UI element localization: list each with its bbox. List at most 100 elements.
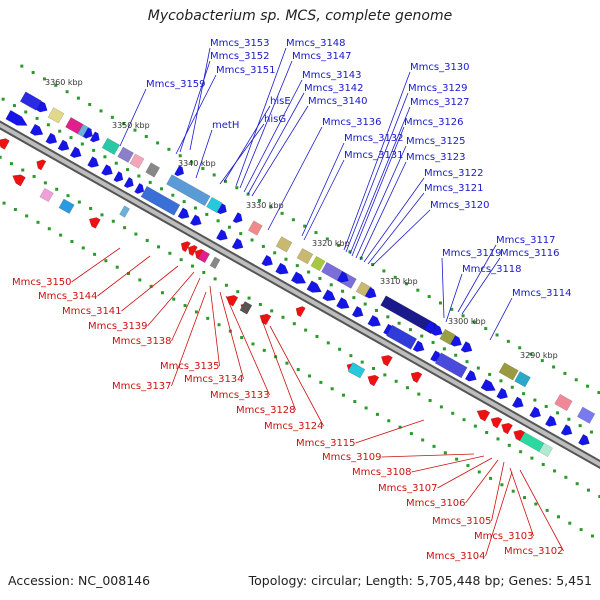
- tick-dot: [24, 110, 28, 114]
- forward-gene-arrow: [82, 127, 93, 139]
- forward-leader-line: [441, 257, 445, 319]
- forward-gene-arrow: [464, 369, 477, 382]
- tick-dot: [556, 515, 560, 519]
- tick-dot: [205, 212, 209, 216]
- reverse-leader-line: [71, 247, 121, 283]
- tick-dot: [269, 205, 273, 209]
- tick-dot: [575, 482, 579, 486]
- tick-dot: [36, 220, 40, 224]
- reverse-gene-label: Mmcs_3137: [112, 381, 172, 392]
- tick-dot: [374, 308, 378, 312]
- reverse-leader-line: [465, 459, 499, 504]
- reverse-leader-line: [171, 291, 207, 387]
- tick-dot: [212, 173, 216, 177]
- tick-dot: [25, 214, 29, 218]
- kbp-tick-label: 3360 kbp: [45, 78, 83, 87]
- tick-dot: [529, 352, 533, 356]
- tick-dot: [1, 97, 5, 101]
- tick-dot: [304, 328, 308, 332]
- gene-box-forward: [247, 220, 263, 236]
- forward-gene-label: metH: [212, 120, 239, 131]
- tick-dot: [409, 432, 413, 436]
- tick-dot: [488, 372, 492, 376]
- reverse-gene-arrow: [187, 245, 198, 257]
- tick-dot: [455, 457, 459, 461]
- tick-dot: [386, 315, 390, 319]
- forward-gene-label: Mmcs_3129: [408, 83, 468, 94]
- forward-leader-line: [303, 159, 345, 241]
- tick-dot: [0, 155, 2, 159]
- forward-leader-line: [345, 92, 409, 253]
- tick-dot: [138, 278, 142, 282]
- tick-dot: [201, 167, 205, 171]
- reverse-leader-line: [355, 419, 425, 444]
- tick-dot: [318, 276, 322, 280]
- tick-dot: [462, 418, 466, 422]
- forward-gene-label: Mmcs_3126: [404, 117, 464, 128]
- reverse-gene-label: Mmcs_3128: [236, 405, 296, 416]
- kbp-tick-label: 3340 kbp: [178, 159, 216, 168]
- tick-dot: [194, 310, 198, 314]
- label-leader-lines: [71, 47, 564, 557]
- forward-gene-arrow: [177, 207, 190, 219]
- forward-gene-arrow: [578, 433, 590, 446]
- tick-dot: [182, 200, 186, 204]
- tick-dot: [438, 301, 442, 305]
- tick-dot: [13, 208, 17, 212]
- reverse-gene-arrow: [88, 217, 101, 229]
- tick-dot: [65, 90, 69, 94]
- forward-gene-label: Mmcs_3152: [210, 51, 270, 62]
- reverse-gene-label: Mmcs_3141: [62, 306, 122, 317]
- tick-dot: [408, 328, 412, 332]
- forward-gene-arrow: [89, 131, 100, 143]
- reverse-leader-line: [269, 325, 324, 427]
- tick-dot: [110, 115, 114, 119]
- topology-summary: Topology: circular; Length: 5,705,448 bp…: [248, 573, 592, 588]
- tick-dot: [597, 391, 600, 395]
- tick-dot: [89, 206, 93, 210]
- tick-dot: [127, 272, 131, 276]
- forward-leader-line: [195, 129, 213, 179]
- forward-gene-label: Mmcs_3153: [210, 38, 270, 49]
- reverse-gene-arrow: [12, 174, 26, 187]
- tick-dot: [511, 489, 515, 493]
- tick-dot: [353, 400, 357, 404]
- reverse-leader-line: [509, 467, 534, 537]
- tick-dot: [405, 386, 409, 390]
- tick-dot: [285, 361, 289, 365]
- reverse-gene-label: Mmcs_3134: [184, 374, 244, 385]
- tick-dot: [270, 309, 274, 313]
- forward-leader-line: [247, 92, 305, 195]
- forward-gene-arrow: [367, 314, 382, 327]
- tick-dot: [251, 342, 255, 346]
- gene-box-reverse: [239, 301, 253, 315]
- tick-dot: [564, 475, 568, 479]
- reverse-leader-line: [121, 265, 179, 312]
- forward-leader-line: [363, 177, 425, 263]
- tick-dot: [92, 148, 96, 152]
- forward-gene-arrow: [45, 132, 58, 145]
- forward-gene-label: Mmcs_3118: [462, 264, 522, 275]
- tick-dot: [563, 371, 567, 375]
- forward-leader-line: [461, 257, 501, 315]
- forward-leader-line: [219, 123, 265, 185]
- tick-dot: [190, 264, 194, 268]
- reverse-gene-label: Mmcs_3104: [426, 551, 486, 562]
- forward-gene-arrow: [544, 415, 557, 427]
- tick-dot: [206, 316, 210, 320]
- forward-leader-line: [175, 74, 217, 155]
- tick-dot: [341, 393, 345, 397]
- tick-dot: [2, 201, 6, 205]
- tick-dot: [394, 379, 398, 383]
- tick-dot: [171, 193, 175, 197]
- gene-box-forward: [380, 295, 437, 335]
- gene-box-forward: [439, 328, 456, 346]
- reverse-gene-arrow: [180, 241, 191, 253]
- tick-dot: [81, 246, 85, 250]
- tick-dot: [261, 244, 265, 248]
- tick-dot: [507, 443, 511, 447]
- tick-dot: [579, 528, 583, 532]
- reverse-leader-line: [209, 285, 220, 367]
- gene-box-reverse: [209, 256, 221, 269]
- tick-dot: [454, 353, 458, 357]
